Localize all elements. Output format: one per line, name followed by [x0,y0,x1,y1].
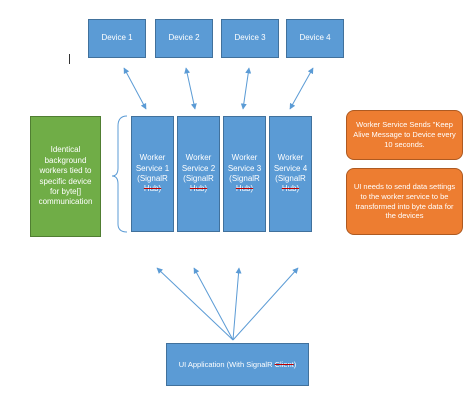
arrow-device1-worker1 [123,67,147,110]
worker-line: Service 1 [135,163,170,173]
arrow-device2-worker2 [184,67,197,110]
worker-line: (SignalR [275,174,306,183]
worker-line: Service 4 [273,163,308,173]
ui-settings-note: UI needs to send data settings to the wo… [346,168,463,235]
ui-app-suffix: ) [293,359,297,369]
ui-app-label: UI Application (With SignalR Client) [179,360,297,370]
worker-line: Worker [277,153,304,163]
arrow-ui-worker2 [193,267,234,341]
note-text: UI needs to send data settings to the wo… [353,182,456,221]
worker-line-struck: Hub) [235,184,254,194]
worker-line: Worker [139,153,166,163]
worker-service-3-box: Worker Service 3 (SignalR Hub) [223,116,266,232]
device-label: Device 1 [101,33,133,43]
worker-line-struck: Hub) [143,184,162,194]
device-label: Device 3 [234,33,266,43]
keepalive-note: Worker Service Sends "Keep Alive Message… [346,110,463,160]
worker-service-4-box: Worker Service 4 (SignalR Hub) [269,116,312,232]
bracket [111,115,128,233]
arrow-ui-worker3 [232,267,242,341]
ui-application-box: UI Application (With SignalR Client) [166,343,309,386]
device-1-box: Device 1 [88,19,146,58]
worker-service-1-box: Worker Service 1 (SignalR Hub) [131,116,174,232]
device-label: Device 4 [299,33,331,43]
device-4-box: Device 4 [286,19,344,58]
device-label: Device 2 [168,33,200,43]
worker-line: (SignalR [183,174,214,183]
worker-line-struck: Hub) [281,184,300,194]
worker-line: (SignalR [137,174,168,183]
device-2-box: Device 2 [155,19,213,58]
worker-line: Service 2 [181,163,216,173]
worker-line: Worker [185,153,212,163]
ui-app-prefix: UI Application (With SignalR [178,359,275,369]
note-text: Identical background workers tied to spe… [38,145,93,207]
arrow-ui-worker4 [232,267,299,341]
arrow-device4-worker4 [289,67,314,110]
arrow-device3-worker3 [240,67,252,110]
text-cursor [69,54,70,64]
note-text: Worker Service Sends "Keep Alive Message… [353,120,456,149]
arrow-ui-worker1 [156,267,234,341]
worker-line-struck: Hub) [189,184,208,194]
worker-line: Worker [231,153,258,163]
worker-service-2-box: Worker Service 2 (SignalR Hub) [177,116,220,232]
device-3-box: Device 3 [221,19,279,58]
ui-app-struck: Client [274,359,294,369]
worker-line: Service 3 [227,163,262,173]
worker-line: (SignalR [229,174,260,183]
identical-workers-note: Identical background workers tied to spe… [30,116,101,237]
